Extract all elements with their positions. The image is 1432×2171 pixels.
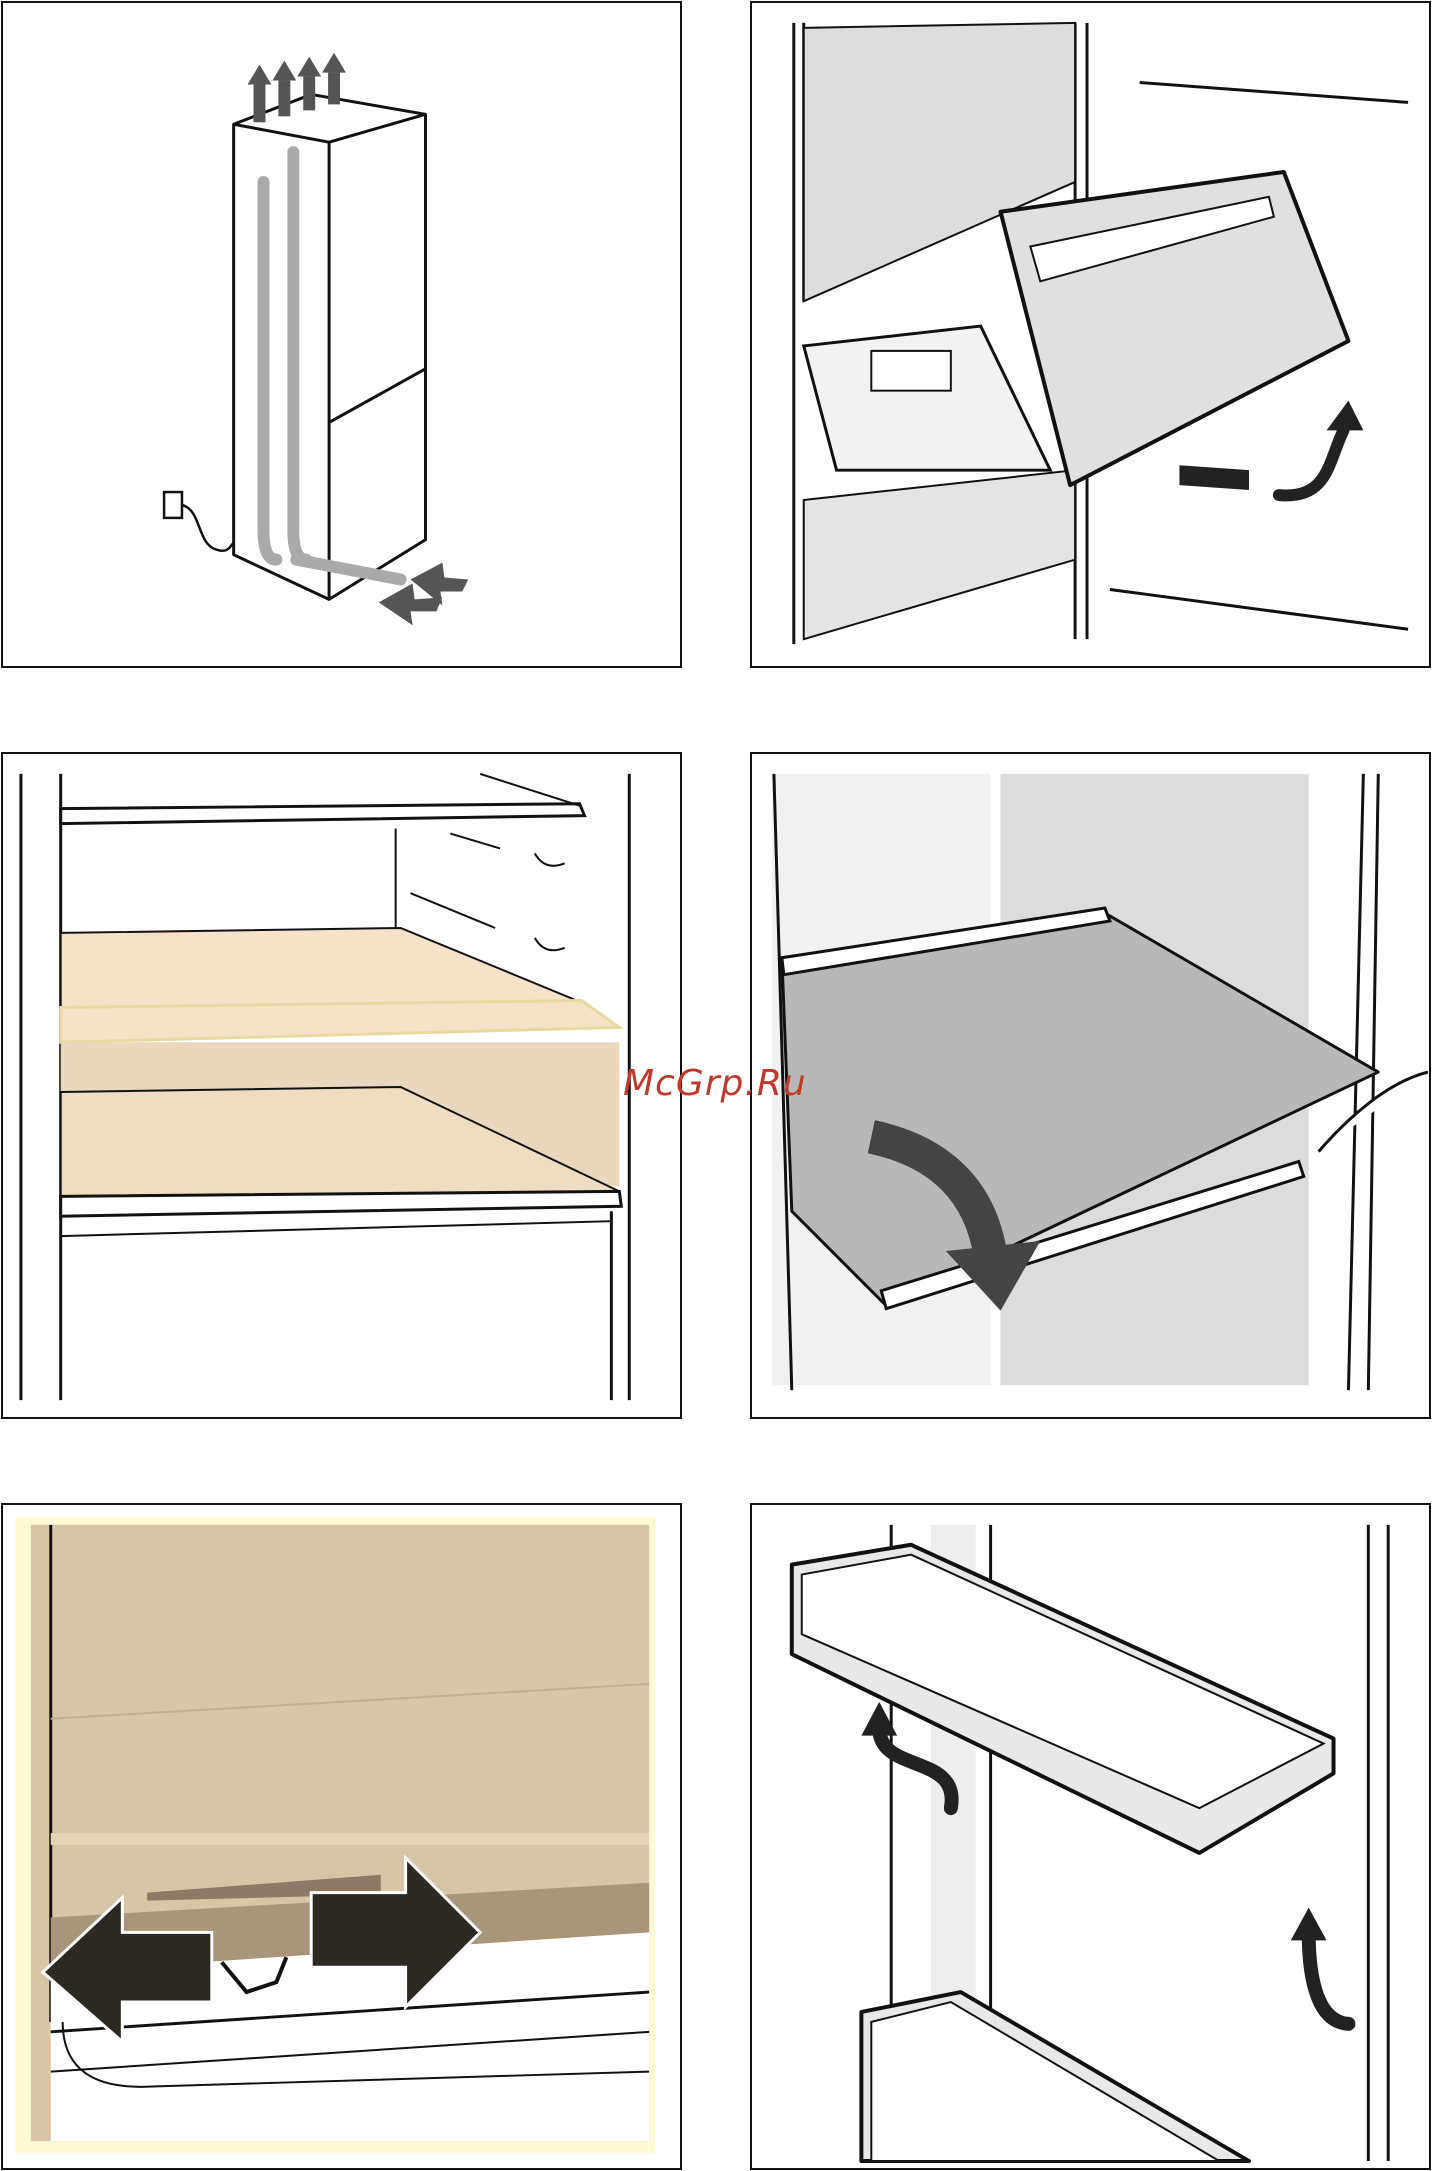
glass-shelf-panel — [750, 752, 1431, 1419]
door-rack-panel — [750, 1503, 1431, 2170]
freezer-drawer-panel — [750, 1, 1431, 668]
fridge-airflow-icon — [3, 3, 680, 666]
drawer-pull-icon — [752, 3, 1429, 666]
tilt-shelf-icon — [752, 754, 1429, 1417]
watermark-text: McGrp.Ru — [623, 1063, 807, 1104]
shelf-compartment-panel — [1, 752, 682, 1419]
shelf-slide-panel — [1, 1503, 682, 2170]
slide-arrows-icon — [3, 1505, 680, 2168]
fridge-ventilation-panel — [1, 1, 682, 668]
shelf-icon — [3, 754, 680, 1417]
door-rack-icon — [752, 1505, 1429, 2168]
